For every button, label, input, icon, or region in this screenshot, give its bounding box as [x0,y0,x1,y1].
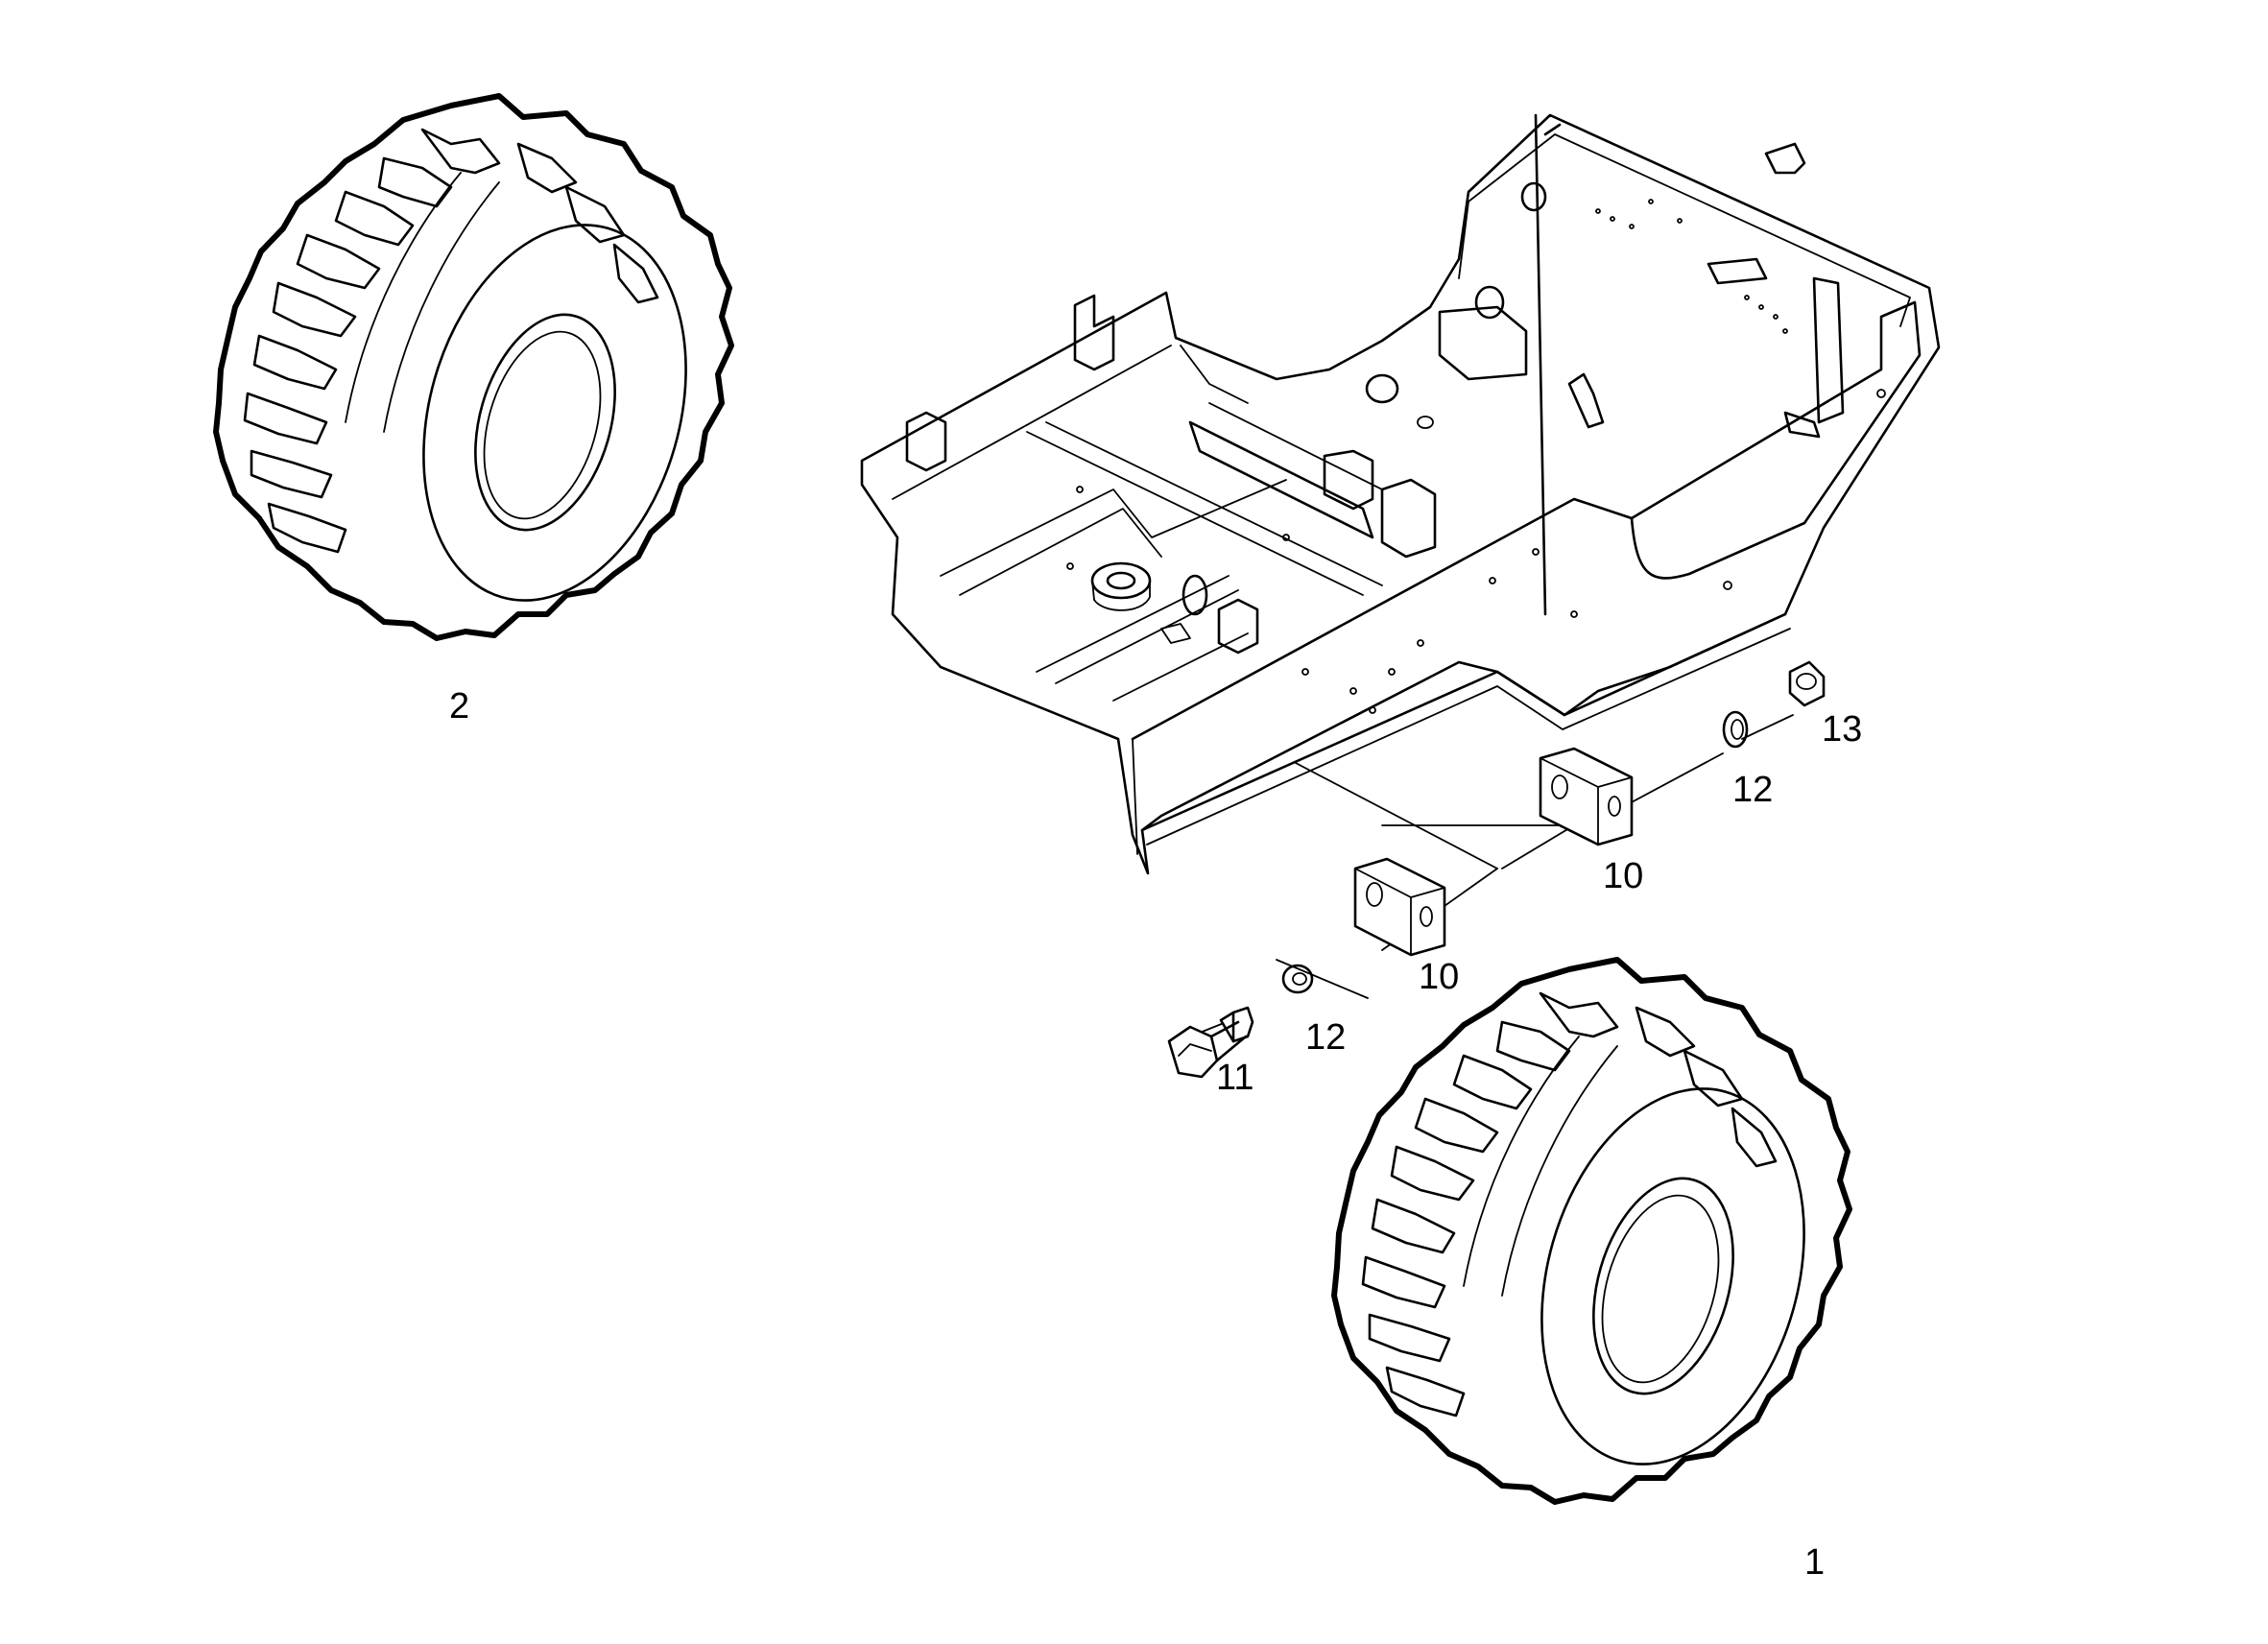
callout-10-lower: 10 [1419,957,1459,997]
nut-13 [1788,660,1826,707]
tire-1: 1 [1331,957,1852,1583]
frame-holes [1066,199,1886,714]
callout-11: 11 [1216,1058,1253,1098]
callout-13: 13 [1822,709,1862,750]
callout-10-upper: 10 [1603,856,1643,896]
callout-12-upper: 12 [1732,770,1773,810]
block-10-upper [1539,747,1634,846]
washer-12-upper [1722,710,1749,749]
callout-12-lower: 12 [1305,1017,1346,1058]
chassis-frame [860,113,1941,875]
callout-1: 1 [1804,1542,1825,1583]
callout-2: 2 [449,686,469,727]
bolt-11 [1167,1006,1254,1079]
tire-2: 2 [213,93,734,727]
block-10-lower [1353,857,1446,957]
leader-lines [1189,714,1794,1037]
washer-12-lower [1281,964,1314,994]
